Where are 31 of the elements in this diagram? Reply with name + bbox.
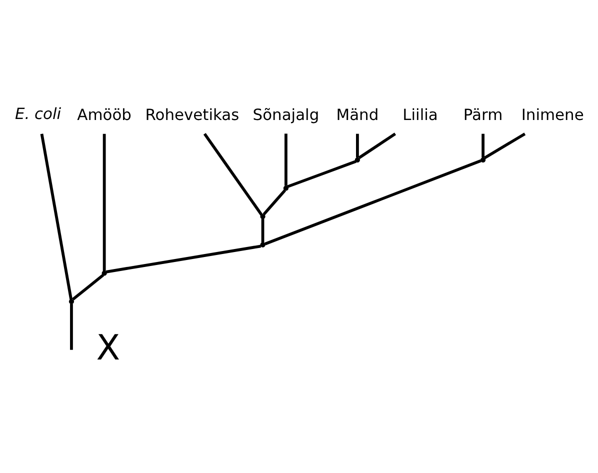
connector: [358, 132, 396, 160]
connector: [482, 134, 484, 158]
node-point: [354, 157, 360, 162]
node-text: Rohevetikas: [145, 106, 240, 124]
connector: [40, 134, 73, 300]
connector: [356, 134, 359, 158]
node-point: [283, 186, 289, 191]
connector: [106, 244, 262, 274]
connector: [72, 274, 104, 301]
node-text: Amööb: [77, 106, 132, 124]
node-text: Sõnajalg: [252, 106, 320, 124]
node-point: [260, 242, 266, 248]
node-point: [68, 298, 74, 304]
node-point: [260, 214, 266, 220]
label: X: [96, 328, 120, 368]
connector: [203, 132, 263, 216]
connector: [262, 189, 286, 216]
node-point: [480, 157, 486, 162]
node-text: Inimene: [521, 106, 584, 124]
connector: [70, 304, 73, 350]
node-text: Mänd: [336, 106, 379, 124]
connector: [284, 134, 288, 186]
connector: [286, 160, 356, 188]
node-text: E. coli: [14, 104, 62, 123]
connector: [264, 159, 482, 246]
connector: [261, 218, 264, 243]
connector: [484, 132, 526, 160]
node-text: Pärm: [463, 106, 503, 124]
node-point: [102, 270, 107, 276]
node-text: Liilia: [402, 106, 438, 124]
connector: [102, 134, 106, 271]
